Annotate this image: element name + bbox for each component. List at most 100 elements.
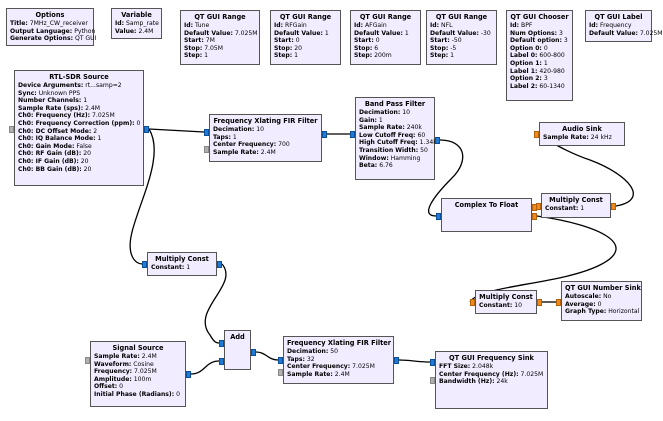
xlate1-out-port[interactable]: [322, 131, 327, 138]
param-value: 1: [543, 59, 548, 67]
param-value: 1: [404, 29, 409, 37]
add-in1-port[interactable]: [219, 340, 224, 347]
param-value: 1: [450, 52, 455, 60]
block-title: QT GUI Range: [435, 13, 488, 21]
block-title: Variable: [121, 11, 152, 19]
param-value: 7.025M: [520, 370, 544, 378]
xlate1-in-port[interactable]: [204, 129, 209, 136]
param-value: Frequency: [600, 22, 632, 29]
param-value: 7MHz_CW_receiver: [29, 20, 88, 27]
xlate2-in-port[interactable]: [278, 357, 283, 364]
sigsrc-msg-port[interactable]: [85, 357, 90, 364]
mult-10-in-port[interactable]: [470, 299, 475, 306]
param-value: No: [603, 293, 612, 300]
param-value: 24 kHz: [590, 134, 612, 141]
param-key: Id:: [274, 22, 284, 29]
param-row: FFT Size: 2.048k: [439, 363, 544, 371]
param-key: Sample Rate (sps):: [18, 104, 84, 112]
param-key: Constant:: [479, 302, 513, 309]
param-key: Id:: [184, 22, 194, 29]
param-row: Transition Width: 50: [359, 147, 431, 155]
param-row: Ch0: DC Offset Mode: 2: [18, 128, 140, 136]
param-value: 10: [256, 126, 265, 133]
ctof-out2-port[interactable]: [532, 213, 537, 220]
mult-rf-in-port[interactable]: [142, 261, 147, 268]
mult-af-in-port[interactable]: [536, 203, 541, 210]
mult-10-out-port[interactable]: [537, 299, 542, 306]
bpf-in-port[interactable]: [350, 131, 355, 138]
param-value: 24k: [496, 378, 508, 386]
param-value: -30: [480, 29, 491, 37]
param-value: 3: [543, 75, 548, 83]
param-row: Default option: 3: [510, 37, 569, 45]
param-row: Ch0: Frequency (Hz): 7.025M: [18, 112, 140, 120]
audio-in-port[interactable]: [534, 131, 539, 138]
xlate1-msg-port[interactable]: [204, 146, 209, 153]
param-value: 2.4M: [138, 27, 154, 35]
bpf-out-port[interactable]: [435, 137, 440, 144]
param-key: Num Options:: [510, 29, 558, 37]
param-row: Id: Samp_rate: [115, 20, 159, 28]
rtlsdr-msg-port[interactable]: [9, 126, 14, 133]
xlate2-out-port[interactable]: [394, 357, 399, 364]
param-row: Autoscale: No: [565, 293, 638, 301]
param-key: Title:: [10, 20, 28, 27]
freqsink-in-port[interactable]: [430, 359, 435, 366]
param-key: Sample Rate:: [94, 353, 140, 360]
param-key: Default Value:: [354, 29, 403, 37]
block-title: Frequency Xlating FIR Filter: [287, 339, 392, 347]
add-in2-port[interactable]: [219, 358, 224, 365]
add-block[interactable]: Add: [224, 330, 251, 370]
add-out-port[interactable]: [251, 349, 256, 356]
param-value: 100m: [133, 375, 152, 383]
param-row: Num Options: 3: [510, 30, 569, 38]
param-value: 1: [324, 29, 329, 37]
rtlsdr-out-port[interactable]: [144, 126, 149, 133]
sigsrc-out-port[interactable]: [186, 371, 191, 378]
param-key: Start:: [184, 37, 204, 45]
param-row: Center Frequency: 700: [213, 141, 318, 149]
param-key: Average:: [565, 300, 596, 308]
param-row: Stop: 7.05M: [184, 45, 256, 53]
mult-af-out-port[interactable]: [611, 203, 616, 210]
param-row: Center Frequency (Hz): 7.025M: [439, 371, 544, 379]
param-row: Title: 7MHz_CW_receiver: [10, 20, 90, 28]
param-row: Sample Rate: 240k: [359, 124, 431, 132]
param-key: Step:: [184, 52, 203, 60]
param-value: 7.025M: [92, 112, 115, 120]
param-value: Horizontal: [608, 308, 640, 316]
param-value: 1: [580, 205, 585, 212]
param-value: 7.025M: [639, 29, 663, 37]
complex-to-float-block[interactable]: Complex To Float: [441, 198, 532, 232]
xlate2-msg-port[interactable]: [278, 369, 283, 376]
freqsink-msg-port[interactable]: [430, 377, 435, 384]
numsink-in-port[interactable]: [556, 299, 561, 306]
param-value: 7M: [205, 37, 215, 45]
param-value: 2.4M: [141, 353, 157, 360]
mult-rf-out-port[interactable]: [217, 261, 222, 268]
param-row: Id: BPF: [510, 22, 569, 30]
param-key: Stop:: [430, 44, 449, 52]
ctof-in-port[interactable]: [436, 213, 441, 220]
param-value: 3: [563, 37, 568, 45]
param-key: Option 0:: [510, 44, 542, 52]
